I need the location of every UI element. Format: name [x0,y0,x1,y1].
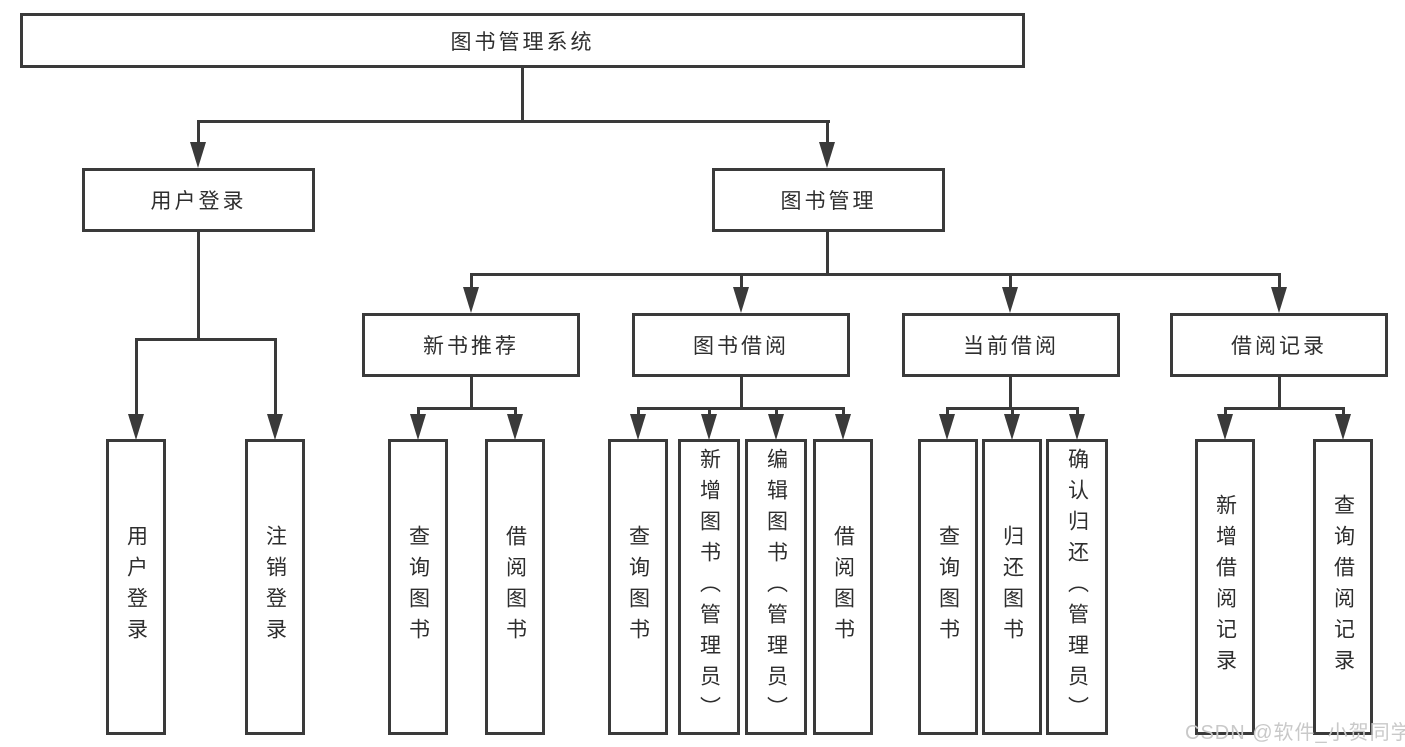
node-root-label: 图书管理系统 [450,30,595,54]
leaf-borrow-books-recommend: 借阅图书 [485,439,545,735]
leaf-add-borrow-record: 新增借阅记录 [1195,439,1255,735]
arrow-to-leaf-borrow-books-icon [835,407,851,440]
arrow-to-leaf-return-books-icon [1004,407,1020,440]
leaf-query-books-borrowing: 查询图书 [608,439,668,735]
leaf-confirm-return-admin: 确认归还（管理员） [1046,439,1108,735]
leaf-query-borrow-record: 查询借阅记录 [1313,439,1373,735]
node-borrowing-records: 借阅记录 [1170,313,1388,377]
connector-borrowing-records-branch [1224,407,1345,410]
arrow-to-leaf-logout-icon [267,338,283,440]
leaf-edit-books-admin-label: 编辑图书（管理员） [764,447,788,727]
node-book-management-label: 图书管理 [780,190,877,213]
connector-current-borrowing-stem [1009,377,1012,410]
connector-new-book-recommend-branch [417,407,517,410]
arrow-to-leaf-add-books-admin-icon [701,407,717,440]
leaf-add-books-admin: 新增图书（管理员） [678,439,740,735]
node-user-login-label: 用户登录 [150,190,247,213]
arrow-to-book-management-icon [819,120,835,168]
connector-book-management-branch [470,273,1281,276]
node-borrowing-records-label: 借阅记录 [1231,335,1327,358]
leaf-add-books-admin-label: 新增图书（管理员） [697,447,721,727]
leaf-borrow-books: 借阅图书 [813,439,873,735]
connector-new-book-recommend-stem [470,377,473,410]
leaf-logout-label: 注销登录 [263,525,287,649]
node-current-borrowing-label: 当前借阅 [963,335,1059,358]
leaf-return-books: 归还图书 [982,439,1042,735]
node-new-book-recommend-label: 新书推荐 [423,335,519,358]
arrow-to-borrowing-records-icon [1271,273,1287,313]
arrow-to-leaf-user-login-icon [128,338,144,440]
leaf-query-borrow-record-label: 查询借阅记录 [1331,494,1355,680]
node-new-book-recommend: 新书推荐 [362,313,580,377]
arrow-to-leaf-edit-books-admin-icon [768,407,784,440]
leaf-borrow-books-label: 借阅图书 [831,525,855,649]
connector-book-management-stem [826,232,829,276]
arrow-to-leaf-query-books-recommend-icon [410,407,426,440]
arrow-to-current-borrowing-icon [1002,273,1018,313]
connector-user-login-branch [135,338,277,341]
watermark: CSDN @软件_小贺同学 [1185,722,1405,744]
leaf-confirm-return-admin-label: 确认归还（管理员） [1065,447,1089,727]
leaf-edit-books-admin: 编辑图书（管理员） [745,439,807,735]
connector-user-login-stem [197,232,200,341]
leaf-return-books-label: 归还图书 [1000,525,1024,649]
arrow-to-leaf-add-borrow-record-icon [1217,407,1233,440]
leaf-query-books-current: 查询图书 [918,439,978,735]
connector-root-branch [197,120,830,123]
connector-book-borrowing-branch [637,407,845,410]
arrow-to-leaf-confirm-return-admin-icon [1069,407,1085,440]
leaf-logout: 注销登录 [245,439,305,735]
leaf-query-books-borrowing-label: 查询图书 [626,525,650,649]
node-book-borrowing: 图书借阅 [632,313,850,377]
connector-borrowing-records-stem [1278,377,1281,410]
leaf-add-borrow-record-label: 新增借阅记录 [1213,494,1237,680]
arrow-to-leaf-borrow-books-recommend-icon [507,407,523,440]
arrow-to-leaf-query-books-current-icon [939,407,955,440]
arrow-to-leaf-query-borrow-record-icon [1335,407,1351,440]
arrow-to-new-book-recommend-icon [463,273,479,313]
arrow-to-leaf-query-books-borrowing-icon [630,407,646,440]
connector-book-borrowing-stem [740,377,743,410]
leaf-user-login-label: 用户登录 [124,525,148,649]
connector-root-stem [521,68,524,120]
leaf-user-login: 用户登录 [106,439,166,735]
node-user-login: 用户登录 [82,168,315,232]
leaf-borrow-books-recommend-label: 借阅图书 [503,525,527,649]
node-book-borrowing-label: 图书借阅 [693,335,789,358]
node-root: 图书管理系统 [20,13,1025,68]
node-book-management: 图书管理 [712,168,945,232]
arrow-to-book-borrowing-icon [733,273,749,313]
leaf-query-books-recommend: 查询图书 [388,439,448,735]
arrow-to-user-login-icon [190,120,206,168]
leaf-query-books-recommend-label: 查询图书 [406,525,430,649]
node-current-borrowing: 当前借阅 [902,313,1120,377]
leaf-query-books-current-label: 查询图书 [936,525,960,649]
